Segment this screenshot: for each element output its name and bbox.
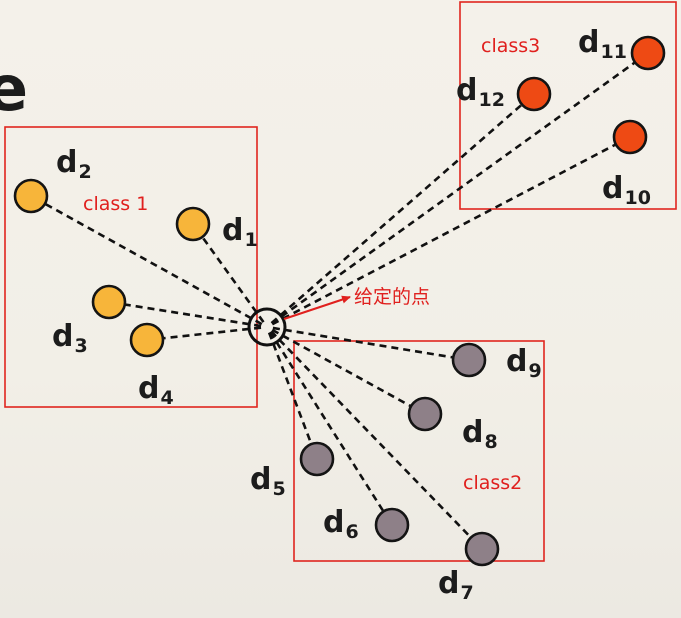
point-d3 (91, 284, 127, 320)
distance-line-d8 (271, 328, 426, 416)
distance-line-d10 (271, 135, 631, 326)
label-main-d2: d (56, 145, 77, 180)
label-d4: d4 (138, 371, 174, 409)
label-sub-d11: 11 (600, 41, 626, 63)
distance-line-d12 (270, 93, 535, 325)
label-sub-d3: 3 (74, 335, 87, 357)
point-d8 (407, 396, 443, 432)
label-d9: d9 (506, 344, 542, 382)
point-d1 (175, 206, 211, 242)
label-main-d3: d (52, 319, 73, 354)
label-main-d4: d (138, 371, 159, 406)
class1-label: class 1 (83, 193, 148, 215)
label-main-d1: d (222, 213, 243, 248)
label-d12: d12 (456, 73, 505, 111)
distance-line-d6 (269, 331, 394, 526)
point-d12 (516, 76, 552, 112)
label-sub-d2: 2 (78, 161, 91, 183)
class3-label: class3 (481, 35, 540, 57)
label-sub-d5: 5 (272, 478, 285, 500)
label-sub-d4: 4 (160, 387, 173, 409)
label-sub-d12: 12 (478, 89, 504, 111)
label-main-d9: d (506, 344, 527, 379)
label-sub-d9: 9 (528, 360, 541, 382)
label-sub-d6: 6 (345, 521, 358, 543)
point-d10 (612, 119, 648, 155)
point-d6 (374, 507, 410, 543)
point-d2 (13, 178, 49, 214)
label-main-d10: d (602, 171, 623, 206)
label-d7: d7 (438, 566, 474, 604)
distance-line-d9 (272, 326, 470, 362)
distance-line-d1 (191, 223, 265, 323)
class3-box (459, 1, 677, 210)
label-main-d8: d (462, 415, 483, 450)
annotation-arrow (283, 295, 351, 321)
label-sub-d10: 10 (624, 187, 650, 209)
distance-line-d3 (108, 300, 262, 328)
class2-box (293, 340, 545, 562)
label-d11: d11 (578, 25, 627, 63)
label-main-d7: d (438, 566, 459, 601)
distance-line-d11 (271, 51, 649, 325)
label-main-d11: d (578, 25, 599, 60)
cropped-letter: e (0, 52, 28, 125)
distance-line-d2 (30, 194, 263, 326)
point-d4 (129, 322, 165, 358)
query-point (247, 307, 287, 347)
label-sub-d7: 7 (460, 582, 473, 604)
point-d11 (630, 35, 666, 71)
label-main-d12: d (456, 73, 477, 108)
label-sub-d1: 1 (244, 229, 257, 251)
distance-line-d7 (270, 330, 483, 550)
label-d2: d2 (56, 145, 92, 183)
distance-lines (30, 51, 649, 550)
label-d5: d5 (250, 462, 286, 500)
label-main-d6: d (323, 505, 344, 540)
label-d3: d3 (52, 319, 88, 357)
distance-line-d5 (267, 332, 319, 460)
class1-box (4, 126, 258, 408)
point-d5 (299, 441, 335, 477)
query-point-label: 给定的点 (354, 286, 430, 308)
label-sub-d8: 8 (484, 431, 497, 453)
data-points (13, 35, 666, 567)
label-main-d5: d (250, 462, 271, 497)
class2-label: class2 (463, 472, 522, 494)
label-d8: d8 (462, 415, 498, 453)
label-d1: d1 (222, 213, 258, 251)
label-d10: d10 (602, 171, 651, 209)
point-d7 (464, 531, 500, 567)
label-d6: d6 (323, 505, 359, 543)
point-d9 (451, 342, 487, 378)
